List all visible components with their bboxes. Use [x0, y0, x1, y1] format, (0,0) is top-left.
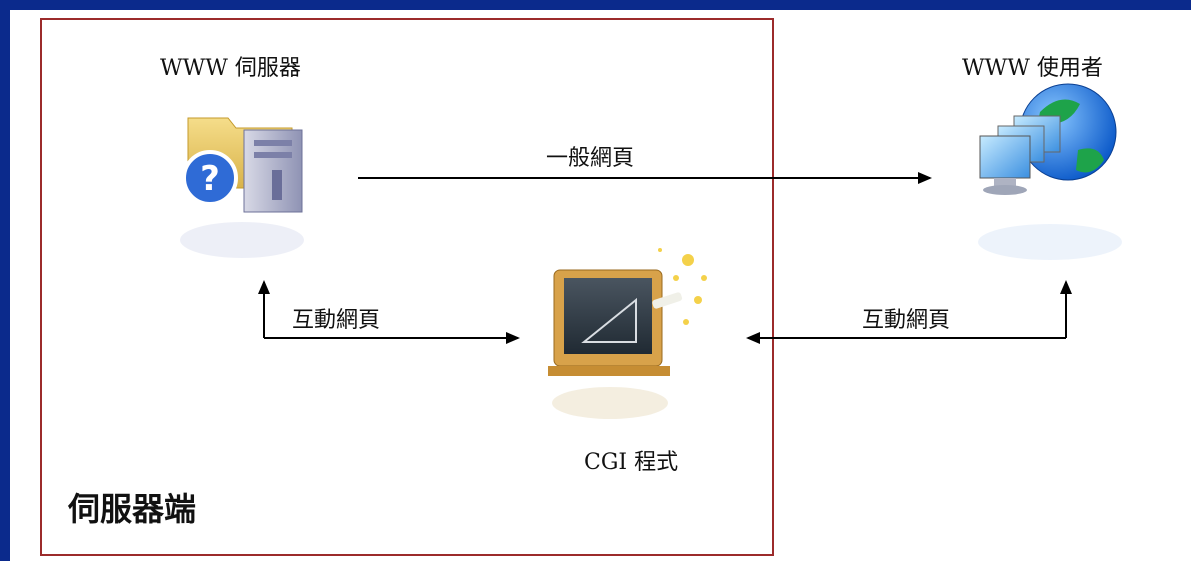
- svg-text:?: ?: [200, 159, 220, 199]
- server-side-box: [40, 18, 774, 556]
- server-title: WWW 伺服器: [160, 56, 301, 81]
- user-title: WWW 使用者: [962, 56, 1103, 81]
- interactive-page-right-label: 互動網頁: [862, 308, 951, 333]
- cgi-title: CGI 程式: [584, 450, 679, 475]
- network-users-icon: [978, 83, 1122, 260]
- normal-page-label: 一般網頁: [546, 146, 635, 171]
- server-icon: ?: [180, 117, 304, 258]
- cgi-program-icon: [548, 248, 707, 419]
- interactive-page-left-label: 互動網頁: [292, 308, 381, 333]
- server-side-label: 伺服器端: [68, 490, 197, 528]
